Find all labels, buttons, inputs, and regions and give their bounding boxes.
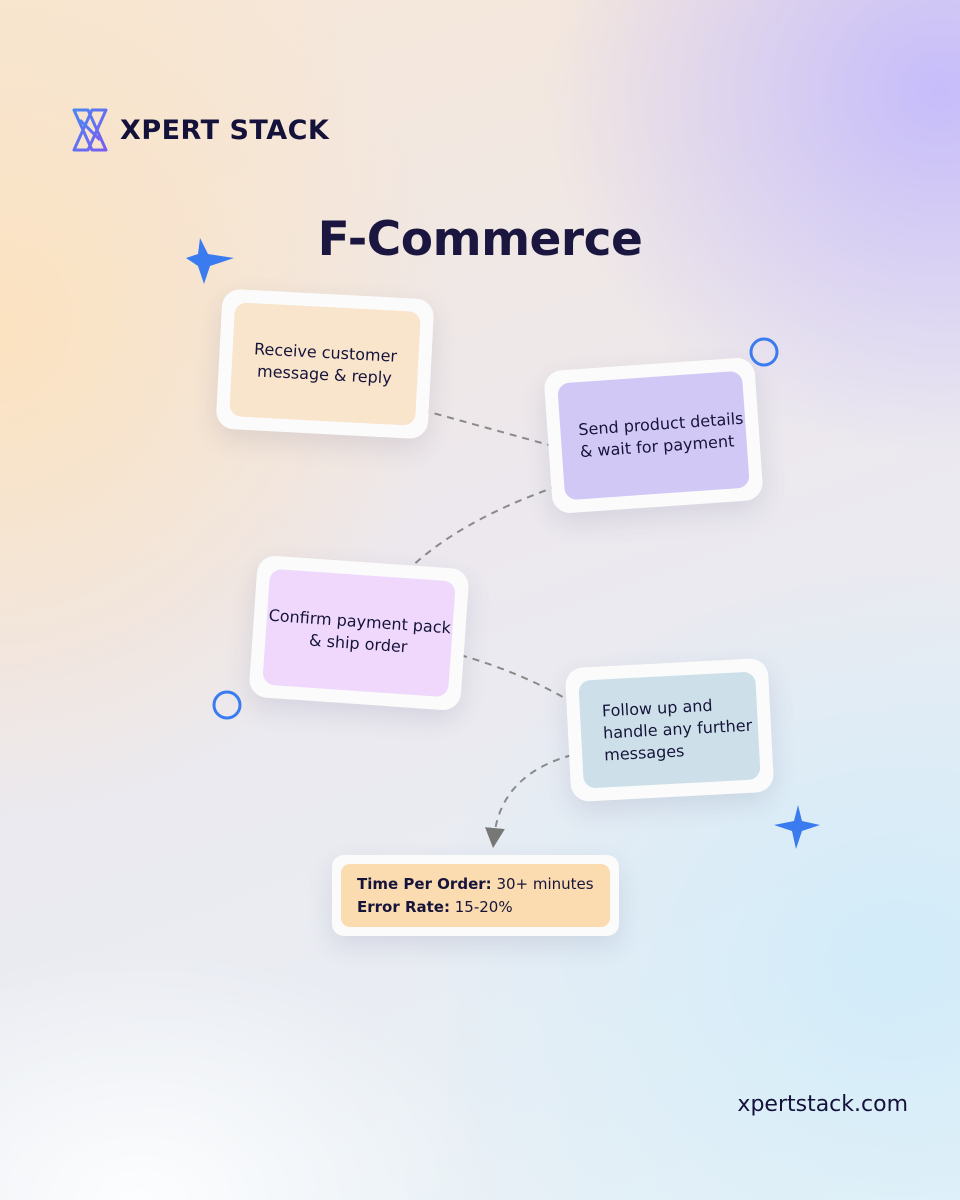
connector-3-4 [459,654,569,701]
step-text: Receive customer message & reply [253,339,398,388]
footer-url[interactable]: xpertstack.com [737,1092,908,1117]
ring-circle-icon [212,690,242,720]
time-per-order-row: Time Per Order: 30+ minutes [357,873,610,896]
step-card-send-details: Send product details & wait for payment [543,356,764,515]
sparkle-star-icon [774,805,820,849]
time-per-order-value: 30+ minutes [496,875,594,893]
step-card-receive-message: Receive customer message & reply [215,288,435,440]
step-card-inner: Follow up and handle any further message… [578,671,761,789]
connector-4-stats [484,754,573,848]
xpert-stack-logo-icon [72,108,108,152]
brand-name: XPERT STACK [120,114,330,146]
page-title: F-Commerce [317,212,643,267]
connector-2-3 [403,485,559,575]
step-card-inner: Send product details & wait for payment [557,370,750,501]
step-card-inner: Confirm payment pack & ship order [262,568,456,698]
sparkle-star-icon [186,238,234,284]
step-card-inner: Receive customer message & reply [229,302,421,426]
stats-card-inner: Time Per Order: 30+ minutes Error Rate: … [341,864,610,927]
step-text: Follow up and handle any further message… [601,695,753,765]
connector-1-2 [421,409,561,449]
stats-card: Time Per Order: 30+ minutes Error Rate: … [332,855,619,936]
step-text: Send product details & wait for payment [577,408,744,461]
error-rate-row: Error Rate: 15-20% [357,896,610,919]
error-rate-value: 15-20% [454,898,513,916]
error-rate-label: Error Rate: [357,898,450,916]
step-card-follow-up: Follow up and handle any further message… [564,657,775,803]
step-text: Confirm payment pack & ship order [268,605,452,657]
step-card-confirm-payment: Confirm payment pack & ship order [248,554,470,712]
ring-circle-icon [749,337,779,367]
brand-logo: XPERT STACK [70,106,329,154]
time-per-order-label: Time Per Order: [357,875,492,893]
